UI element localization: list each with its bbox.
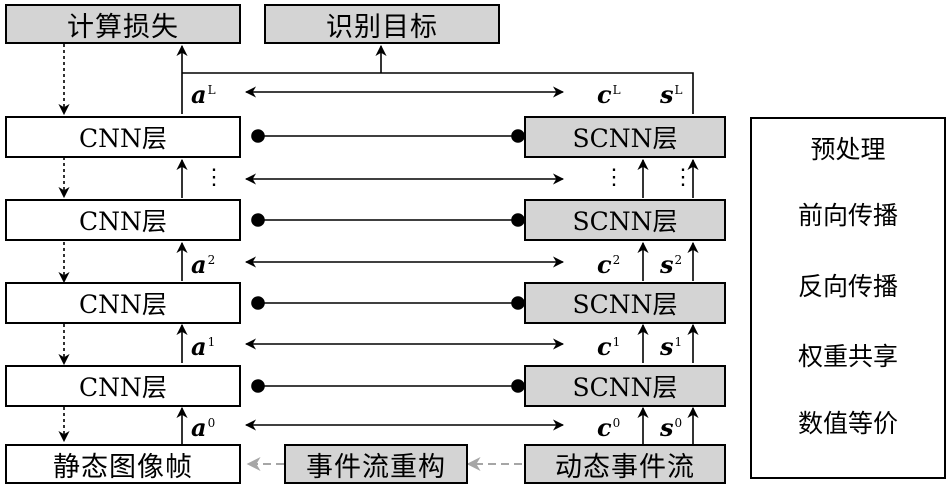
weight-dot-3-left: [251, 213, 265, 227]
legend-weight-sharing-label: 权重共享: [797, 342, 898, 371]
cnn-layer-2-label: CNN层: [79, 290, 167, 319]
event-reconstruction-box: 事件流重构: [284, 444, 468, 484]
compute-loss-box: 计算损失: [5, 4, 241, 44]
legend-preprocessing-label: 预处理: [810, 135, 886, 164]
legend-equivalence-label: 数值等价: [797, 409, 898, 438]
recognize-target-box: 识别目标: [264, 4, 500, 44]
label-a-1: a1: [191, 332, 216, 361]
dynamic-event-stream-box: 动态事件流: [524, 444, 726, 484]
label-s-1: s1: [660, 332, 683, 361]
label-s-0: s0: [660, 413, 683, 442]
legend-backward-label: 反向传播: [797, 272, 898, 301]
scnn-layer-3-label: SCNN层: [572, 207, 678, 236]
scnn-layer-3: SCNN层: [524, 199, 726, 241]
label-s-L: sL: [660, 80, 683, 109]
cnn-layer-3-label: CNN层: [79, 207, 167, 236]
weight-dot-4-right: [511, 129, 525, 143]
label-a-L: aL: [191, 80, 216, 109]
weight-dot-2-left: [251, 296, 265, 310]
label-c-2: c2: [597, 250, 621, 279]
weight-sharing-links: [251, 129, 525, 393]
cnn-layer-3: CNN层: [5, 199, 241, 241]
cnn-layer-4-label: CNN层: [79, 124, 167, 153]
scnn-layer-4: SCNN层: [524, 116, 726, 158]
static-frame-box: 静态图像帧: [5, 444, 241, 484]
weight-dot-1-right: [511, 379, 525, 393]
recognize-target-label: 识别目标: [326, 11, 438, 43]
scnn-layer-4-label: SCNN层: [572, 124, 678, 153]
legend: 预处理 前向传播 反向传播 权重共享 数值等价: [750, 117, 946, 479]
label-a-2: a2: [191, 250, 216, 279]
scnn-layer-1: SCNN层: [524, 365, 726, 407]
label-s-2: s2: [660, 250, 683, 279]
scnn-layer-1-label: SCNN层: [572, 373, 678, 402]
weight-dot-3-right: [511, 213, 525, 227]
label-c-0: c0: [597, 413, 621, 442]
label-c-1: c1: [597, 332, 621, 361]
equivalence-arrows: [244, 86, 565, 431]
cnn-layer-2: CNN层: [5, 282, 241, 324]
cnn-layer-4: CNN层: [5, 116, 241, 158]
compute-loss-label: 计算损失: [67, 11, 179, 43]
scnn-layer-2-label: SCNN层: [572, 290, 678, 319]
weight-dot-1-left: [251, 379, 265, 393]
legend-forward-label: 前向传播: [797, 201, 898, 230]
ellipsis-scnn-c: ⋮: [603, 165, 625, 190]
output-bracket: [182, 72, 694, 114]
dynamic-event-stream-label: 动态事件流: [555, 451, 695, 483]
weight-dot-4-left: [251, 129, 265, 143]
ellipsis-cnn: ⋮: [203, 165, 225, 190]
label-c-L: cL: [597, 80, 621, 109]
forward-arrows: [176, 44, 699, 444]
ellipsis-scnn-s: ⋮: [672, 165, 694, 190]
static-frame-label: 静态图像帧: [53, 451, 193, 483]
cnn-layer-1-label: CNN层: [79, 373, 167, 402]
label-a-0: a0: [191, 413, 216, 442]
weight-dot-2-right: [511, 296, 525, 310]
scnn-layer-2: SCNN层: [524, 282, 726, 324]
cnn-layer-1: CNN层: [5, 365, 241, 407]
event-reconstruction-label: 事件流重构: [306, 451, 446, 483]
